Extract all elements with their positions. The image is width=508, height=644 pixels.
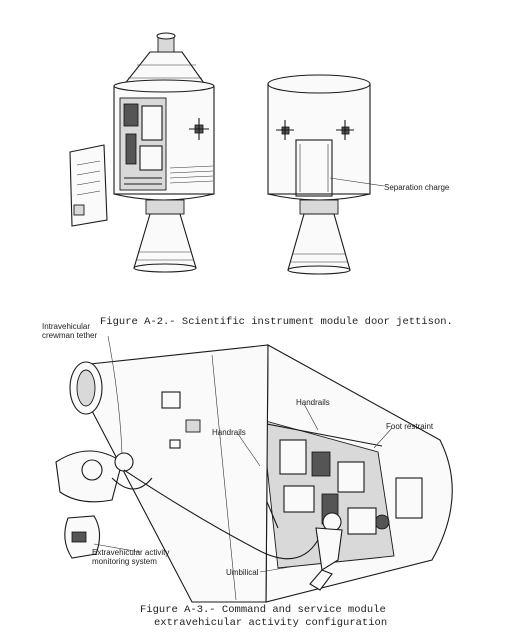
label-handrails-left: Handrails (212, 428, 246, 437)
figure-a3-caption-line2: extravehicular activity configuration (154, 617, 388, 629)
figure-a2-caption: Figure A-2.- Scientific instrument modul… (100, 316, 453, 328)
label-eva-monitor-line2: monitoring system (92, 557, 157, 566)
label-eva-monitor-line1: Extravehicular activity (92, 548, 170, 557)
figure-a2-spacecraft-right (267, 74, 385, 275)
label-separation-charge: Separation charge (384, 183, 450, 192)
label-tether-line1: Intravehicular (42, 322, 91, 331)
label-tether: Intravehicular crewman tether (42, 322, 97, 340)
figure-a3-caption-line1: Figure A-3.- Command and service module (140, 604, 386, 616)
rcs-thruster-quad (189, 118, 209, 140)
figure-a3-csm (55, 335, 453, 603)
label-eva-monitor: Extravehicular activity monitoring syste… (92, 548, 169, 566)
rcs-thruster-quad-left (276, 120, 294, 140)
label-tether-line2: crewman tether (42, 331, 98, 340)
figure-a2-spacecraft-left (69, 32, 215, 273)
rcs-thruster-quad-right (336, 120, 354, 140)
label-umbilical: Umbilical (226, 568, 259, 577)
jettisoned-door (69, 144, 108, 227)
label-handrails-top: Handrails (296, 398, 330, 407)
label-foot-restraint: Foot restraint (386, 422, 434, 431)
